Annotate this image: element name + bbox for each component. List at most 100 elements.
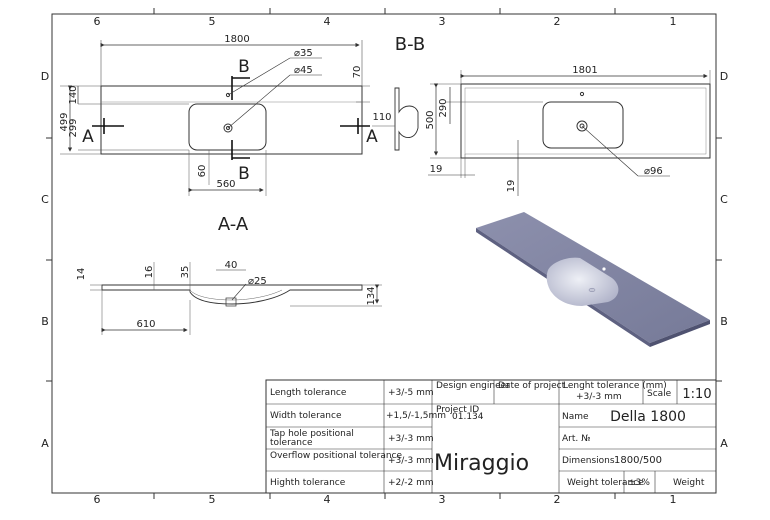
weight-label: Weight (673, 478, 705, 488)
scale-label: Scale (647, 389, 672, 399)
zone-col-label: 2 (554, 15, 561, 28)
tap-hole (579, 91, 585, 97)
title-block-border (265, 379, 717, 494)
side-profile (394, 87, 419, 151)
drain-hole (223, 123, 233, 133)
zone-row-label: D (720, 70, 728, 83)
render-side-edge (650, 320, 710, 347)
hole-96-label: ⌀96 (644, 166, 663, 177)
zone-col-label: 4 (324, 493, 331, 506)
basin-outline (188, 103, 267, 151)
product-name: Della 1800 (610, 409, 686, 425)
tap-hole (225, 92, 231, 98)
dim-134-label: 134 (366, 286, 377, 305)
dim-499-label: 499 (59, 112, 70, 131)
scale-value: 1:10 (682, 387, 711, 402)
zone-col-label: 4 (324, 15, 331, 28)
weight-tol-value: ±3% (628, 478, 650, 488)
tolerance-value: +3/-3 mm (388, 434, 434, 444)
section-a-label-right: A (366, 127, 378, 147)
dim-35-label: 35 (180, 266, 191, 279)
dim-70-label: 70 (352, 66, 363, 79)
design-engineer-label: Design engineer (436, 381, 510, 391)
section-aa-profile (101, 284, 363, 305)
tolerance-label-line: Overflow positional tolerance (270, 451, 403, 461)
section-bb-inner (464, 87, 707, 155)
tolerance-label-line: Tap hole positional (269, 429, 354, 439)
dim-290-label: 290 (438, 98, 449, 117)
dimensions-label: Dimensions (562, 456, 615, 466)
drain-hole (576, 120, 588, 132)
dim-60-label: 60 (197, 165, 208, 178)
tolerance-value: +2/-2 mm (388, 478, 434, 488)
render-tap-hole (602, 267, 606, 271)
section-b-label-top: B (238, 57, 250, 77)
tolerance-label: Tap hole positional tolerance (269, 429, 357, 448)
zone-row-label: D (41, 70, 49, 83)
tolerance-label-line: tolerance (270, 438, 313, 448)
render-drain (588, 287, 596, 293)
tolerance-label: Length tolerance (270, 388, 347, 398)
name-label: Name (562, 412, 589, 422)
zone-col-label: 3 (439, 15, 446, 28)
zone-col-label: 5 (209, 15, 216, 28)
dim-299-label: 299 (68, 118, 79, 137)
project-id-value: 01.134 (452, 412, 484, 422)
dim-610-label: 610 (136, 319, 155, 330)
date-label: Date of project (498, 381, 566, 391)
zone-col-label: 1 (670, 15, 677, 28)
dim-560-label: 560 (216, 179, 235, 190)
section-aa-view: A-A 14 16 35 40 ⌀25 134 610 (76, 214, 382, 335)
dim-40-label: 40 (225, 260, 238, 271)
dim-1801-label: 1801 (572, 65, 597, 76)
leader-96 (581, 125, 639, 177)
length-tol-label: Lenght tolerance (mm) (563, 381, 667, 391)
hole-25-label: ⌀25 (248, 276, 267, 287)
dim-19-bottom-label: 19 (506, 180, 517, 193)
zone-col-label: 3 (439, 493, 446, 506)
length-tol-value: +3/-3 mm (576, 392, 622, 402)
dim-110-label: 110 (372, 112, 391, 123)
side-view: 110 (372, 87, 419, 151)
dimensions-value: 1800/500 (614, 455, 662, 466)
leader-25 (231, 283, 247, 301)
hole-35-label: ⌀35 (294, 48, 313, 59)
dim-1800-label: 1800 (224, 34, 249, 45)
brand-logo: Miraggio (434, 451, 529, 476)
section-bb-basin (542, 101, 624, 149)
tolerance-value: +3/-3 mm (388, 456, 434, 466)
zone-row-label: C (720, 193, 728, 206)
zone-col-label: 6 (94, 493, 101, 506)
drawing-frame: 6 5 4 3 2 1 6 5 4 3 2 1 D C B A D C B A (41, 8, 728, 506)
hole-45-label: ⌀45 (294, 65, 313, 76)
dim-19-left-label: 19 (430, 164, 443, 175)
art-label: Art. № (562, 434, 590, 444)
dim-140-label: 140 (68, 85, 79, 104)
section-bb-view: B-B 1801 500 290 19 19 ⌀96 (395, 34, 711, 196)
zone-col-label: 2 (554, 493, 561, 506)
title-block: Length tolerance +3/-5 mm Width toleranc… (265, 379, 717, 494)
leader-35 (227, 57, 291, 96)
render-basin (546, 257, 619, 306)
section-aa-title: A-A (218, 214, 249, 235)
zone-row-label: A (41, 437, 49, 450)
leader-45 (227, 74, 291, 129)
weight-tol-label: Weight tolerance (567, 478, 644, 488)
zone-row-label: B (41, 315, 49, 328)
section-bb-outline (460, 83, 711, 159)
zone-row-label: C (41, 193, 49, 206)
project-id-label: Project ID (436, 405, 479, 415)
zone-row-label: A (720, 437, 728, 450)
tolerance-label: Highth tolerance (270, 478, 346, 488)
section-bb-title: B-B (395, 34, 426, 55)
isometric-render (476, 212, 710, 347)
zone-col-label: 1 (670, 493, 677, 506)
section-a-label-left: A (82, 127, 94, 147)
zone-col-label: 5 (209, 493, 216, 506)
zone-row-label: B (720, 315, 728, 328)
dim-14-label: 14 (76, 268, 87, 281)
tolerance-label: Overflow positional tolerance (270, 451, 403, 461)
top-view: 1800 499 140 299 A A B B ⌀35 ⌀45 (59, 34, 378, 196)
tolerance-value: +1,5/-1,5mm (386, 411, 446, 421)
